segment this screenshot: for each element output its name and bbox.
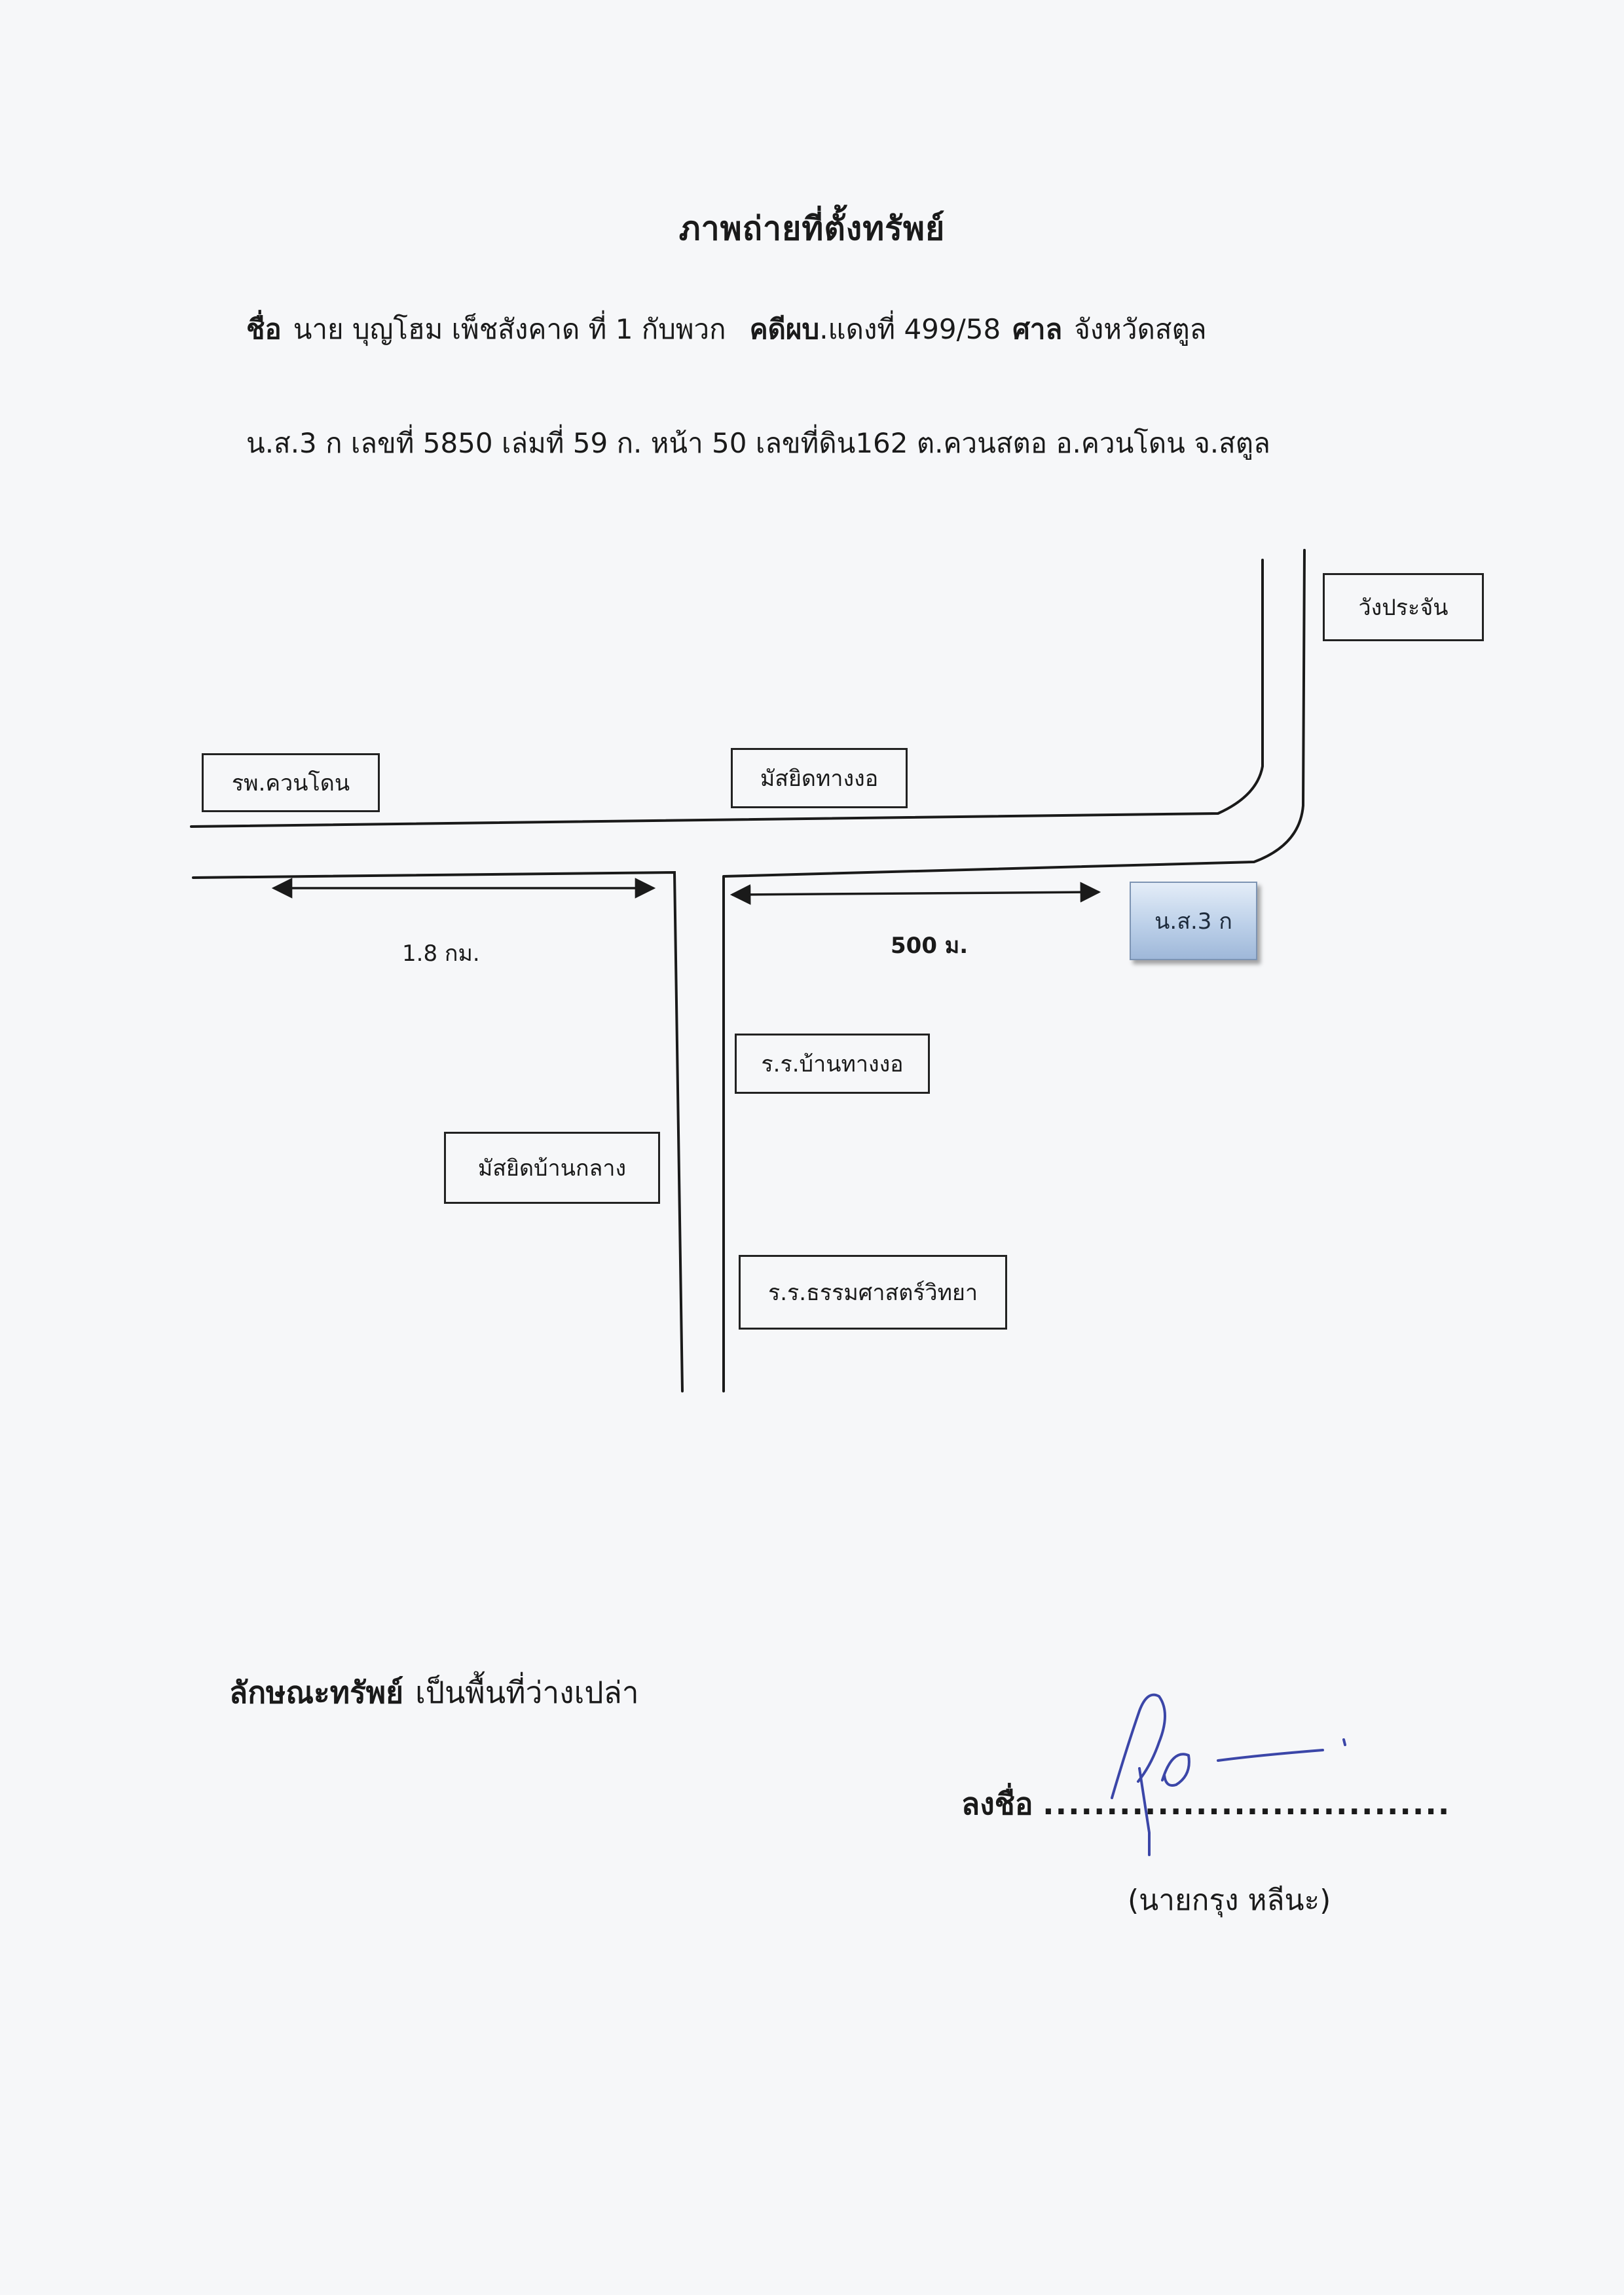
property-description: ลักษณะทรัพย์ เป็นพื้นที่ว่างเปล่า bbox=[229, 1669, 639, 1717]
property-value: เป็นพื้นที่ว่างเปล่า bbox=[415, 1675, 639, 1710]
distance-label-right: 500 ม. bbox=[891, 933, 969, 959]
court-label: ศาล bbox=[1012, 313, 1063, 345]
property-label: ลักษณะทรัพย์ bbox=[229, 1675, 404, 1710]
case-info-line: ชื่อ นาย บุญโฮม เพ็ชสังคาด ที่ 1 กับพวก คด… bbox=[246, 308, 1207, 351]
signature-dots: ................................ bbox=[1043, 1786, 1451, 1821]
landmark-wang-prachan: วังประจัน bbox=[1323, 573, 1484, 641]
court-value: จังหวัดสตูล bbox=[1074, 313, 1207, 345]
main-road-lower-edge-left bbox=[192, 870, 684, 1392]
signature-label: ลงชื่อ bbox=[961, 1786, 1033, 1821]
landmark-school-ban-thang-ngo: ร.ร.บ้านทางงอ bbox=[735, 1034, 930, 1094]
case-value: .แดงที่ 499/58 bbox=[819, 313, 1001, 345]
landmark-hospital: รพ.ควนโดน bbox=[202, 753, 380, 812]
case-label: คดีผบ bbox=[749, 313, 820, 345]
distance-arrow-right bbox=[729, 882, 1101, 905]
landmark-school-thammasat: ร.ร.ธรรมศาสตร์วิทยา bbox=[739, 1255, 1007, 1330]
signature-line: ลงชื่อ ................................ bbox=[961, 1780, 1450, 1828]
name-value: นาย บุญโฮม เพ็ชสังคาด ที่ 1 กับพวก bbox=[293, 313, 726, 345]
landmark-mosque-thang-ngo: มัสยิดทางงอ bbox=[731, 748, 908, 808]
distance-label-left: 1.8 กม. bbox=[402, 941, 480, 967]
landmark-mosque-ban-klang: มัสยิดบ้านกลาง bbox=[444, 1132, 660, 1204]
main-road-lower-edge-right bbox=[722, 549, 1306, 1392]
main-road-upper-edge bbox=[190, 559, 1264, 828]
signer-name: (นายกรุง หลีนะ) bbox=[1128, 1884, 1331, 1917]
document-title: ภาพถ่ายที่ตั้งทรัพย์ bbox=[678, 210, 946, 248]
signature-scribble-icon bbox=[1111, 1693, 1346, 1856]
property-plot-marker: น.ส.3 ก bbox=[1130, 882, 1257, 960]
name-label: ชื่อ bbox=[246, 313, 282, 345]
deed-line: น.ส.3 ก เลขที่ 5850 เล่มที่ 59 ก. หน้า 5… bbox=[246, 427, 1270, 459]
